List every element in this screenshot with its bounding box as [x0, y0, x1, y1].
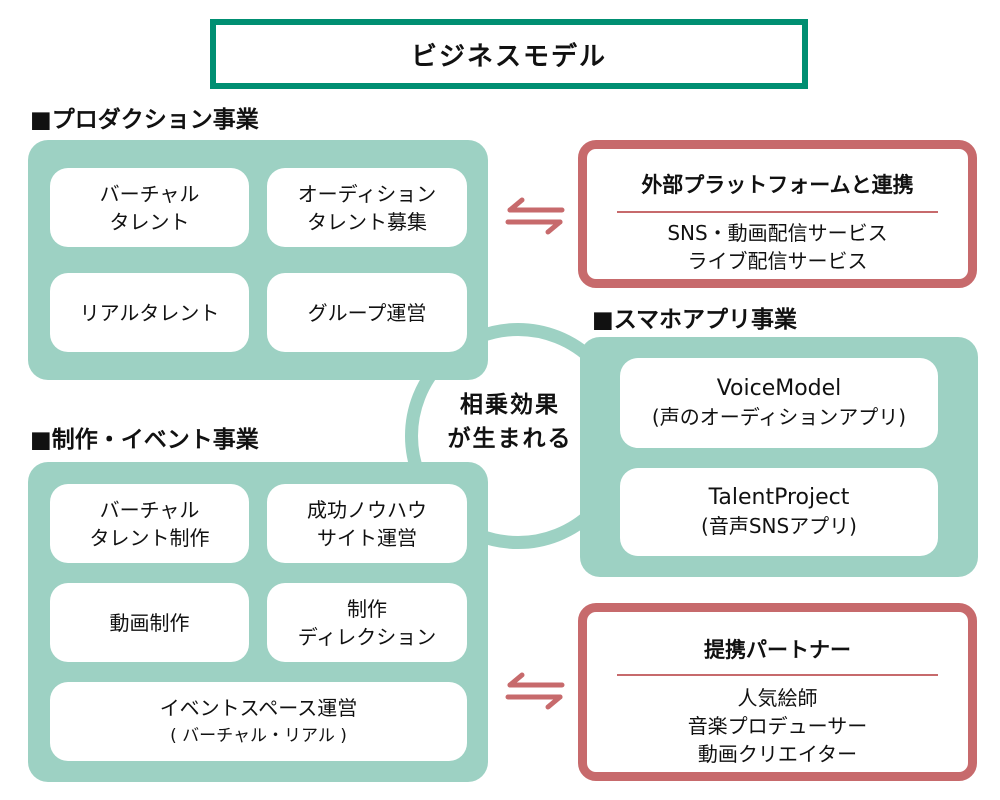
partners-list: 人気絵師 音楽プロデューサー 動画クリエイター — [587, 684, 968, 768]
card-knowhow-site: 成功ノウハウ サイト運営 — [267, 484, 467, 563]
card-event-space: イベントスペース運営 ( バーチャル・リアル ) — [50, 682, 467, 761]
partners-box: 提携パートナー 人気絵師 音楽プロデューサー 動画クリエイター — [578, 603, 977, 781]
page-title: ビジネスモデル — [410, 41, 607, 72]
card-line: オーディション — [297, 181, 437, 206]
card-line: 成功ノウハウ — [307, 497, 427, 522]
list-item: 人気絵師 — [737, 686, 818, 710]
card-line: タレント制作 — [89, 525, 210, 550]
title-box: ビジネスモデル — [210, 19, 808, 89]
card-line: バーチャル — [99, 497, 200, 522]
card-virtual-talent: バーチャル タレント — [50, 168, 249, 247]
smartphone-app-panel: VoiceModel (声のオーディションアプリ) TalentProject … — [580, 337, 978, 577]
card-line: リアルタレント — [79, 300, 220, 325]
card-line: バーチャル — [99, 181, 200, 206]
divider — [617, 211, 938, 213]
production-heading: ■プロダクション事業 — [30, 107, 259, 133]
list-item: ライブ配信サービス — [687, 249, 868, 273]
creation-event-panel: バーチャル タレント制作 成功ノウハウ サイト運営 動画制作 制作 ディレクショ… — [28, 462, 488, 782]
card-line: ( バーチャル・リアル ) — [170, 725, 347, 746]
creation-event-heading: ■制作・イベント事業 — [30, 427, 259, 453]
card-line: 動画制作 — [109, 610, 190, 635]
card-line: ディレクション — [297, 624, 437, 649]
card-line: 制作 — [347, 596, 387, 621]
card-line: グループ運営 — [307, 300, 427, 325]
card-audition: オーディション タレント募集 — [267, 168, 467, 247]
divider — [617, 674, 938, 676]
synergy-label: 相乗効果 が生まれる — [420, 388, 600, 456]
card-line: (音声SNSアプリ) — [701, 514, 857, 538]
card-real-talent: リアルタレント — [50, 273, 249, 352]
card-line: TalentProject — [708, 485, 850, 510]
external-platform-title: 外部プラットフォームと連携 — [641, 173, 914, 197]
card-group-management: グループ運営 — [267, 273, 467, 352]
smartphone-app-heading: ■スマホアプリ事業 — [592, 307, 798, 333]
external-platform-list: SNS・動画配信サービス ライブ配信サービス — [587, 219, 968, 275]
list-item: 音楽プロデューサー — [687, 714, 868, 738]
two-way-arrow-icon — [505, 672, 565, 710]
production-panel: バーチャル タレント オーディション タレント募集 リアルタレント グループ運営 — [28, 140, 488, 380]
card-virtual-talent-production: バーチャル タレント制作 — [50, 484, 249, 563]
card-talentproject: TalentProject (音声SNSアプリ) — [620, 468, 938, 556]
card-line: タレント — [109, 209, 190, 234]
card-line: イベントスペース運営 — [159, 695, 358, 720]
two-way-arrow-icon — [505, 197, 565, 235]
card-voicemodel: VoiceModel (声のオーディションアプリ) — [620, 358, 938, 448]
synergy-line: 相乗効果 — [460, 392, 560, 418]
card-line: VoiceModel — [716, 376, 842, 401]
list-item: SNS・動画配信サービス — [667, 221, 888, 245]
card-production-direction: 制作 ディレクション — [267, 583, 467, 662]
card-line: サイト運営 — [317, 525, 417, 550]
external-platform-box: 外部プラットフォームと連携 SNS・動画配信サービス ライブ配信サービス — [578, 140, 977, 288]
partners-title: 提携パートナー — [704, 638, 851, 662]
card-line: タレント募集 — [307, 209, 427, 234]
list-item: 動画クリエイター — [697, 742, 858, 766]
synergy-line: が生まれる — [447, 426, 573, 452]
card-video-production: 動画制作 — [50, 583, 249, 662]
card-line: (声のオーディションアプリ) — [651, 405, 907, 429]
